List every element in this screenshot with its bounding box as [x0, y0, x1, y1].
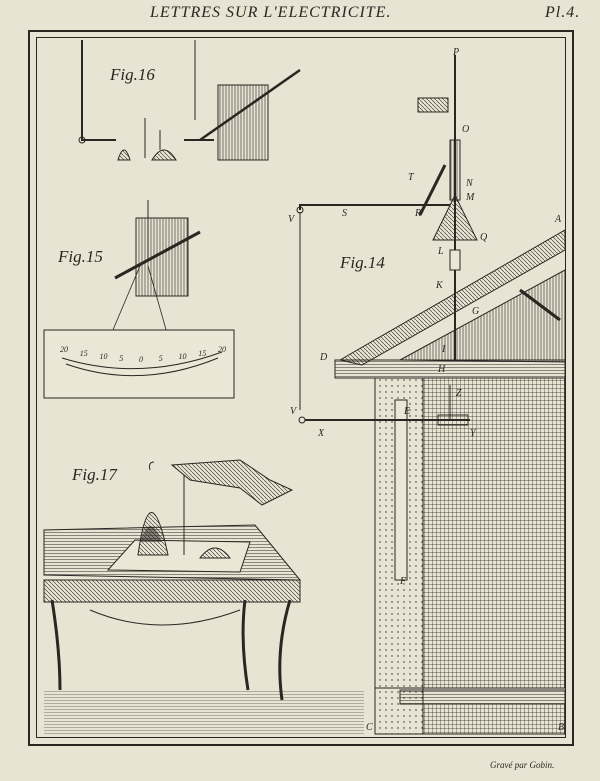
- scale-tick-labels: 20 15 10 5 0 5 10 15 20: [60, 345, 226, 364]
- letter-r: R: [414, 208, 421, 219]
- engraver-credit: Gravé par Gobin.: [490, 760, 555, 770]
- scale-tick-label: 10: [100, 352, 108, 361]
- scale-tick-label: 0: [139, 355, 143, 364]
- scale-tick-label: 10: [179, 352, 187, 361]
- letter-t: T: [408, 172, 415, 183]
- letter-a: A: [554, 214, 562, 225]
- scale-tick-label: 20: [218, 345, 226, 354]
- figure-15: [43, 200, 235, 399]
- scale-tick-label: 15: [198, 349, 206, 358]
- letter-y: Y: [470, 428, 477, 439]
- letter-c: C: [366, 722, 373, 733]
- scale-tick-label: 15: [80, 349, 88, 358]
- letter-n: N: [465, 178, 474, 189]
- figure-14: [296, 55, 566, 735]
- letter-g: G: [472, 306, 479, 317]
- letter-v-upper: V: [288, 214, 296, 225]
- letter-v-lower: V: [290, 406, 298, 417]
- letter-f: F: [399, 576, 407, 587]
- fig16-label: Fig.16: [109, 65, 155, 84]
- scale-tick-label: 5: [119, 354, 123, 363]
- letter-q: Q: [480, 232, 488, 243]
- letter-x: X: [317, 428, 325, 439]
- scale-tick-label: 20: [60, 345, 68, 354]
- figure-16: [78, 40, 301, 161]
- letter-z: Z: [456, 388, 462, 399]
- letter-h: H: [437, 364, 446, 375]
- outer-frame: [28, 30, 574, 746]
- fig17-label: Fig.17: [71, 465, 118, 484]
- letter-o: O: [462, 124, 469, 135]
- scale-tick-label: 5: [159, 354, 163, 363]
- fig15-label: Fig.15: [57, 247, 103, 266]
- figure-17: [43, 459, 364, 734]
- letter-d: D: [319, 352, 328, 363]
- letter-m: M: [465, 192, 475, 203]
- letter-l: L: [437, 246, 444, 257]
- letter-b: B: [558, 722, 564, 733]
- letter-i: I: [441, 344, 446, 355]
- letter-p: P: [452, 47, 459, 58]
- letter-s: S: [342, 208, 347, 219]
- fig14-label: Fig.14: [339, 253, 385, 272]
- plate-title: LETTRES SUR L'ELECTRICITE.: [150, 4, 392, 21]
- letter-k: K: [435, 280, 444, 291]
- plate-number: Pl.4.: [545, 4, 581, 21]
- letter-e: E: [403, 406, 410, 417]
